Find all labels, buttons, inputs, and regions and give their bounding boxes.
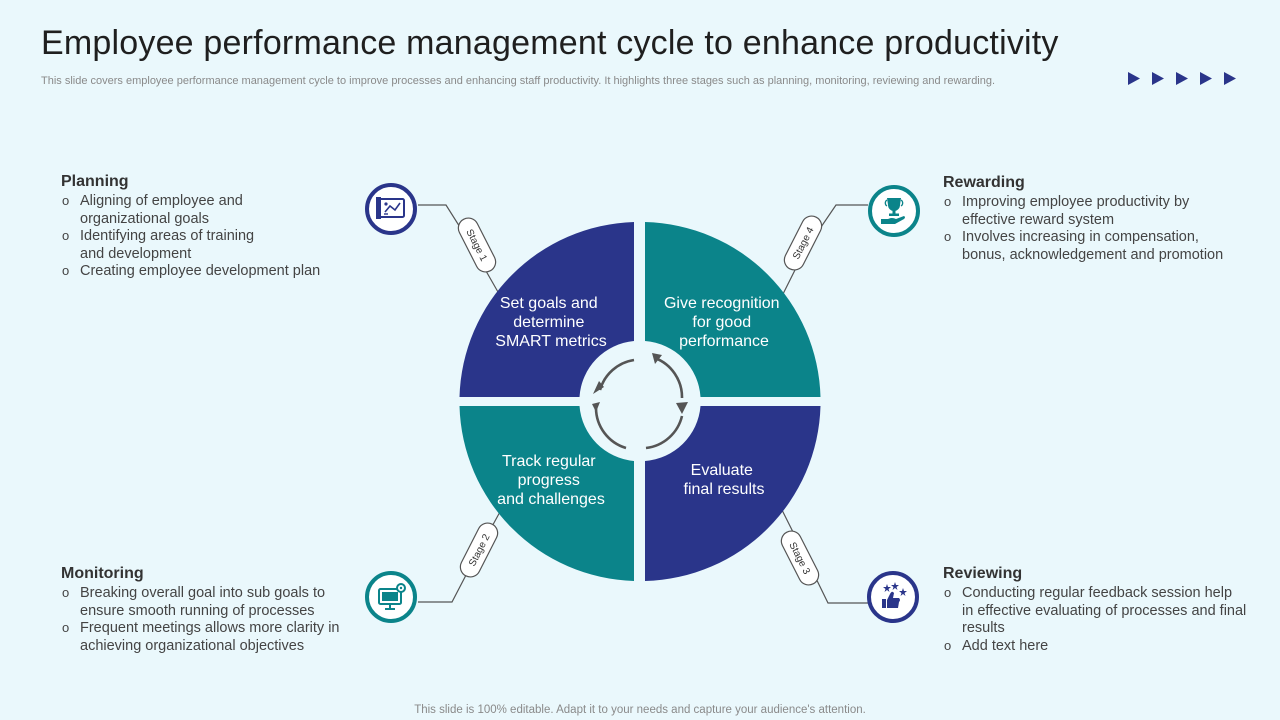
- monitoring-item: Breaking overall goal into sub goals to …: [61, 584, 360, 620]
- quad-line: determine: [513, 314, 584, 331]
- stage-4-label: Stage 4: [783, 215, 823, 271]
- quad-line: Track regular: [502, 453, 596, 470]
- planning-section: Planning Aligning of employee and organi…: [61, 173, 371, 281]
- quadrant-track-progress: [459, 406, 634, 581]
- monitoring-item: Frequent meetings allows more clarity in…: [61, 619, 365, 655]
- planning-item: Creating employee development plan: [61, 262, 371, 281]
- quadrant-give-recognition: [645, 222, 821, 397]
- stage-1-label: Stage 1: [457, 217, 497, 273]
- rewarding-section: Rewarding Improving employee productivit…: [943, 174, 1243, 264]
- cycle-arrows-icon: [594, 356, 684, 450]
- rewarding-title: Rewarding: [943, 174, 1025, 191]
- quadrant-track-progress-text: Track regular progress and challenges: [497, 453, 605, 508]
- planning-item: Aligning of employee and organizational …: [61, 192, 280, 228]
- planning-board-icon: [365, 183, 417, 235]
- rewarding-item: Involves increasing in compensation, bon…: [943, 228, 1242, 264]
- page-title: Employee performance management cycle to…: [41, 24, 1059, 62]
- next-arrows-icon: [1128, 72, 1236, 85]
- quad-line: and challenges: [497, 491, 605, 508]
- rewarding-item: Improving employee productivity by effec…: [943, 193, 1212, 229]
- reviewing-item: Conducting regular feedback session help…: [943, 584, 1247, 638]
- thumbs-up-stars-icon: [867, 571, 919, 623]
- planning-item: Identifying areas of training and develo…: [61, 227, 280, 263]
- quad-line: performance: [679, 333, 769, 350]
- reviewing-item: Add text here: [943, 637, 1243, 656]
- quadrant-evaluate-results: [645, 406, 821, 581]
- quadrant-evaluate-results-text: Evaluate final results: [684, 462, 765, 498]
- reviewing-section: Reviewing Conducting regular feedback se…: [943, 565, 1246, 656]
- monitoring-title: Monitoring: [61, 565, 144, 582]
- monitoring-section: Monitoring Breaking overall goal into su…: [61, 565, 371, 655]
- monitor-gear-icon: [365, 571, 417, 623]
- quadrant-give-recognition-text: Give recognition for good performance: [664, 295, 784, 350]
- quad-line: SMART metrics: [495, 333, 606, 350]
- stage-2-label: Stage 2: [459, 522, 499, 578]
- quad-line: Set goals and: [500, 295, 598, 312]
- quad-line: Give recognition: [664, 295, 780, 312]
- page-subtitle: This slide covers employee performance m…: [41, 75, 996, 87]
- trophy-hand-icon: [868, 185, 920, 237]
- quad-line: final results: [684, 481, 765, 498]
- quadrant-set-goals-text: Set goals and determine SMART metrics: [495, 295, 606, 350]
- stage-3-label: Stage 3: [780, 530, 820, 586]
- quad-line: progress: [518, 472, 580, 489]
- quadrant-set-goals: [459, 222, 634, 397]
- planning-title: Planning: [61, 173, 129, 190]
- quad-line: for good: [692, 314, 751, 331]
- footer-note: This slide is 100% editable. Adapt it to…: [414, 704, 866, 716]
- quad-line: Evaluate: [691, 462, 753, 479]
- reviewing-title: Reviewing: [943, 565, 1023, 582]
